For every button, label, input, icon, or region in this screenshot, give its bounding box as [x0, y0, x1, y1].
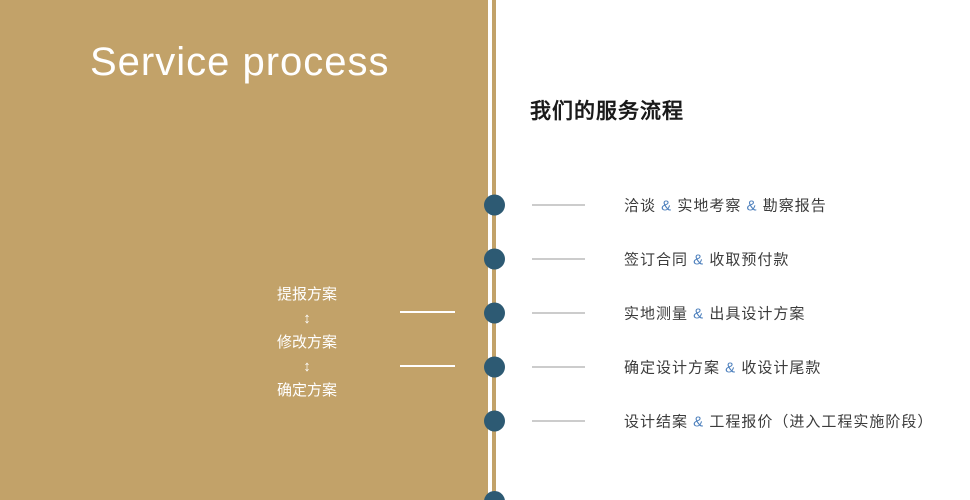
page-title: Service process — [90, 40, 390, 84]
connector-line — [532, 366, 585, 368]
up-down-arrow-icon: ↕ — [303, 310, 311, 327]
step-row: 签订合同 & 收取预付款 — [0, 232, 970, 286]
section-heading: 我们的服务流程 — [530, 100, 684, 123]
ampersand-separator: & — [656, 197, 678, 215]
step-row: 设计结案 & 工程报价（进入工程实施阶段） — [0, 394, 970, 448]
gold-panel — [0, 0, 488, 500]
plan-item: 确定方案 — [276, 382, 337, 399]
connector-line — [532, 312, 585, 314]
step-label: 设计结案 & 工程报价（进入工程实施阶段） — [624, 413, 934, 431]
step-row: 实地测量 & 出具设计方案 — [0, 286, 970, 340]
ampersand-separator: & — [688, 413, 710, 431]
ampersand-separator: & — [688, 251, 710, 269]
steps-list: 洽谈 & 实地考察 & 勘察报告签订合同 & 收取预付款实地测量 & 出具设计方… — [0, 178, 970, 448]
ampersand-separator: & — [688, 305, 710, 323]
timeline-dot-partial — [484, 491, 505, 500]
step-label: 洽谈 & 实地考察 & 勘察报告 — [624, 197, 827, 215]
timeline-dot — [484, 194, 505, 216]
plan-connector-line — [400, 365, 455, 367]
step-row: 确定设计方案 & 收设计尾款 — [0, 340, 970, 394]
step-label: 确定设计方案 & 收设计尾款 — [624, 359, 822, 377]
timeline-dot — [484, 410, 505, 432]
ampersand-separator: & — [720, 359, 742, 377]
connector-line — [532, 420, 585, 422]
plan-cycle-block: 提报方案 ↕ 修改方案 ↕ 确定方案 — [252, 283, 362, 403]
connector-line — [532, 258, 585, 260]
timeline-dot — [484, 248, 505, 270]
plan-item: 提报方案 — [276, 286, 337, 303]
step-label: 实地测量 & 出具设计方案 — [624, 305, 806, 323]
step-label: 签订合同 & 收取预付款 — [624, 251, 790, 269]
ampersand-separator: & — [741, 197, 763, 215]
plan-connector-line — [400, 311, 455, 313]
timeline-dot — [484, 302, 505, 324]
step-row: 洽谈 & 实地考察 & 勘察报告 — [0, 178, 970, 232]
plan-item: 修改方案 — [276, 334, 337, 351]
timeline-dot — [484, 356, 505, 378]
connector-line — [532, 204, 585, 206]
up-down-arrow-icon: ↕ — [303, 358, 311, 375]
